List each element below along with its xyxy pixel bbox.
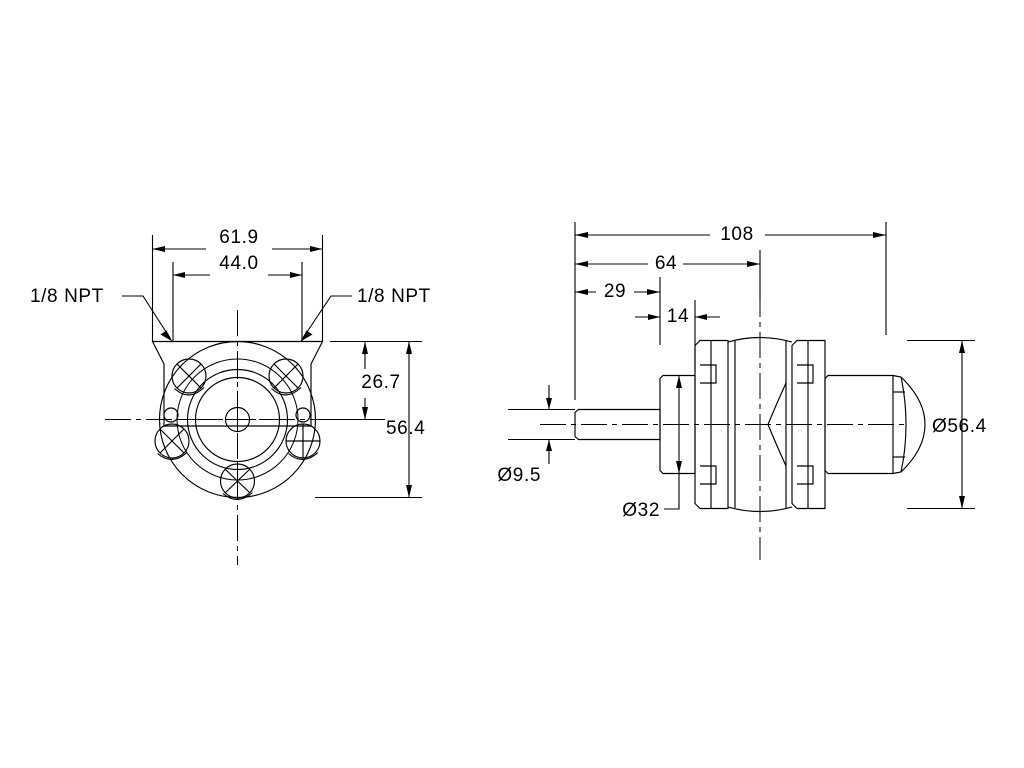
callout-label-npt-left: 1/8 NPT	[30, 286, 104, 307]
port-hole-top-left	[171, 358, 207, 396]
dimension-label-d56-4: Ø56.4	[932, 416, 987, 437]
end-plate-left	[694, 339, 729, 510]
rear-dome-facet-inner	[900, 376, 907, 473]
body-internal-contour	[767, 382, 787, 467]
port-hole-left	[154, 423, 190, 461]
dimension-label-61-9: 61.9	[219, 227, 258, 248]
port-hole-right	[285, 423, 321, 461]
dimension-label-29: 29	[604, 281, 626, 302]
dimension-56-4-front: 56.4	[386, 341, 425, 498]
port-hole-bottom	[219, 463, 256, 501]
dimension-label-d9-5: Ø9.5	[497, 465, 541, 486]
end-plate-right-notch-top	[797, 364, 814, 384]
end-plate-right	[791, 339, 826, 510]
dimension-26-7: 26.7	[361, 341, 400, 420]
dimension-61-9: 61.9	[152, 227, 323, 252]
callout-npt-right: 1/8 NPT	[300, 286, 431, 342]
dowel-hole-right	[295, 407, 311, 423]
dimension-29: 29	[575, 281, 660, 302]
front-view: 61.9 44.0 1/8 NPT 1/8 NPT	[30, 227, 431, 565]
port-hole-top-right	[268, 358, 304, 396]
dimension-d9-5: Ø9.5	[497, 385, 575, 486]
dimension-64: 64	[575, 253, 760, 274]
callout-label-npt-right: 1/8 NPT	[357, 286, 431, 307]
end-plate-right-notch-bottom	[797, 465, 814, 485]
dimension-label-26-7: 26.7	[361, 372, 400, 393]
dimension-label-64: 64	[655, 253, 677, 274]
end-plate-left-notch-top	[700, 364, 717, 384]
dimension-d32: Ø32	[622, 375, 682, 521]
dimension-label-d32: Ø32	[622, 500, 660, 521]
callout-npt-left: 1/8 NPT	[30, 286, 173, 342]
side-view: Ø9.5 Ø32 Ø56.4	[497, 222, 986, 560]
dimension-label-56-4-front: 56.4	[386, 418, 425, 439]
shaft-bore-circle	[224, 406, 251, 433]
end-plate-left-notch-bottom	[700, 465, 717, 485]
dimension-d56-4: Ø56.4	[907, 339, 987, 510]
dimension-label-44-0: 44.0	[219, 253, 258, 274]
dimension-108: 108	[575, 224, 886, 245]
rear-dome-cap	[892, 374, 926, 475]
dowel-hole-left	[163, 407, 179, 423]
dimension-44-0: 44.0	[173, 253, 302, 278]
dimension-label-108: 108	[720, 224, 754, 245]
body-barrel-top	[727, 336, 793, 343]
body-barrel-bottom	[727, 506, 793, 513]
dimension-14: 14	[635, 306, 720, 327]
dimension-label-14: 14	[667, 306, 689, 327]
